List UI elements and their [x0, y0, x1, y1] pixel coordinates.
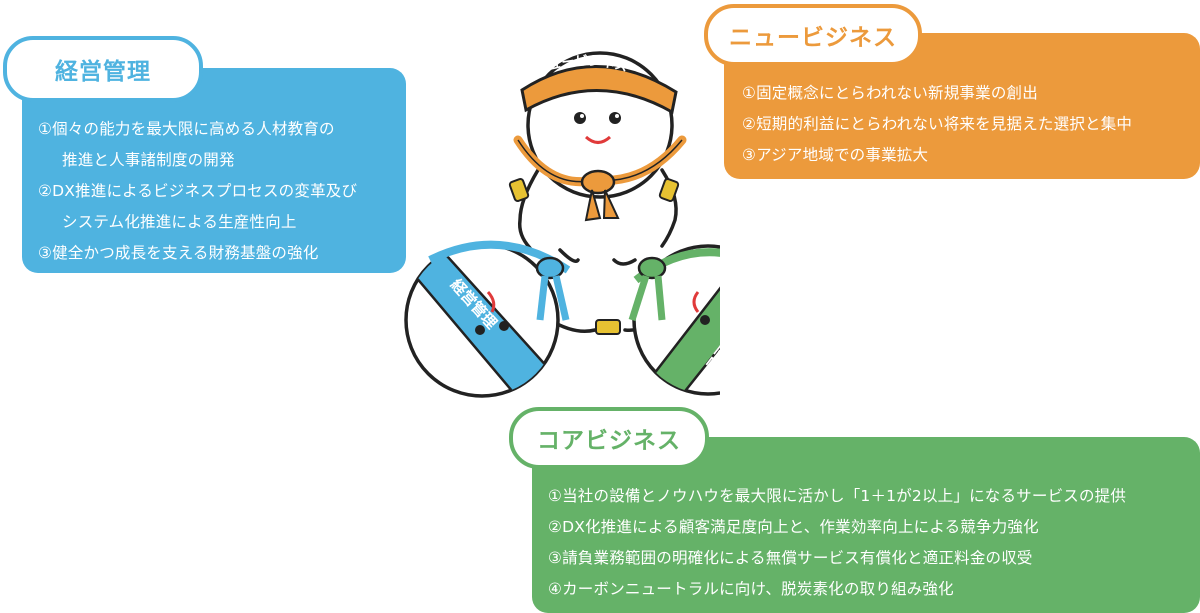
rope-knot-icon — [637, 256, 667, 280]
mascot-core-business: コアビジネス — [628, 244, 720, 396]
mascot-eye-right — [609, 112, 621, 124]
core-business-title: コアビジネス — [509, 407, 709, 469]
mascot-smile — [584, 135, 612, 144]
core-business-panel: ①当社の設備とノウハウを最大限に活かし「1＋1が2以上」になるサービスの提供 ②… — [532, 437, 1200, 613]
mascot-new-business: ニュービジネス — [513, 51, 687, 222]
mascot-eye-left — [574, 112, 586, 124]
new-business-item-2: ②短期的利益にとらわれない将来を見据えた選択と集中 — [742, 115, 1133, 133]
mascot-smile — [486, 290, 496, 313]
management-item-3: ③健全かつ成長を支える財務基盤の強化 — [38, 244, 319, 262]
mascot-smile — [692, 291, 700, 313]
core-business-item-4: ④カーボンニュートラルに向け、脱炭素化の取り組み強化 — [548, 580, 954, 598]
management-title: 経営管理 — [3, 36, 203, 102]
hands — [508, 178, 680, 335]
core-business-item-3: ③請負業務範囲の明確化による無償サービス有償化と適正料金の収受 — [548, 549, 1033, 567]
management-item-2: ②DX推進によるビジネスプロセスの変革及び システム化推進による生産性向上 — [38, 182, 358, 231]
new-business-panel: ①固定概念にとらわれない新規事業の創出 ②短期的利益にとらわれない将来を見据えた… — [724, 33, 1200, 179]
management-list: ①個々の能力を最大限に高める人材教育の 推進と人事諸制度の開発 ②DX推進による… — [38, 114, 357, 269]
arm-top-left — [517, 168, 540, 250]
mascot-band — [638, 258, 720, 394]
hand-right-icon — [658, 178, 680, 202]
hand-bottom-icon — [595, 319, 621, 335]
new-business-item-3: ③アジア地域での事業拡大 — [742, 146, 929, 164]
new-business-title: ニュービジネス — [704, 4, 922, 66]
mascot-illustration: ニュービジネス 経営管理 コアビジネス — [404, 51, 720, 398]
core-business-item-2: ②DX化推進による顧客満足度向上と、作業効率向上による競争力強化 — [548, 518, 1039, 536]
rope-knot-icon — [535, 256, 565, 280]
core-business-list: ①当社の設備とノウハウを最大限に活かし「1＋1が2以上」になるサービスの提供 ②… — [548, 481, 1126, 605]
hand-left-icon — [508, 178, 530, 202]
new-business-item-1: ①固定概念にとらわれない新規事業の創出 — [742, 84, 1038, 102]
arm-mid-left — [558, 248, 580, 263]
new-business-list: ①固定概念にとらわれない新規事業の創出 ②短期的利益にとらわれない将来を見据えた… — [742, 78, 1132, 171]
mascot-headband — [520, 65, 678, 115]
mascot-management: 経営管理 — [404, 240, 571, 398]
scarf-knot-icon — [580, 169, 616, 195]
management-panel: ①個々の能力を最大限に高める人材教育の 推進と人事諸制度の開発 ②DX推進による… — [22, 68, 406, 273]
arm-mid-right — [612, 258, 637, 266]
core-business-item-1: ①当社の設備とノウハウを最大限に活かし「1＋1が2以上」になるサービスの提供 — [548, 487, 1127, 505]
management-item-1: ①個々の能力を最大限に高める人材教育の 推進と人事諸制度の開発 — [38, 120, 335, 169]
